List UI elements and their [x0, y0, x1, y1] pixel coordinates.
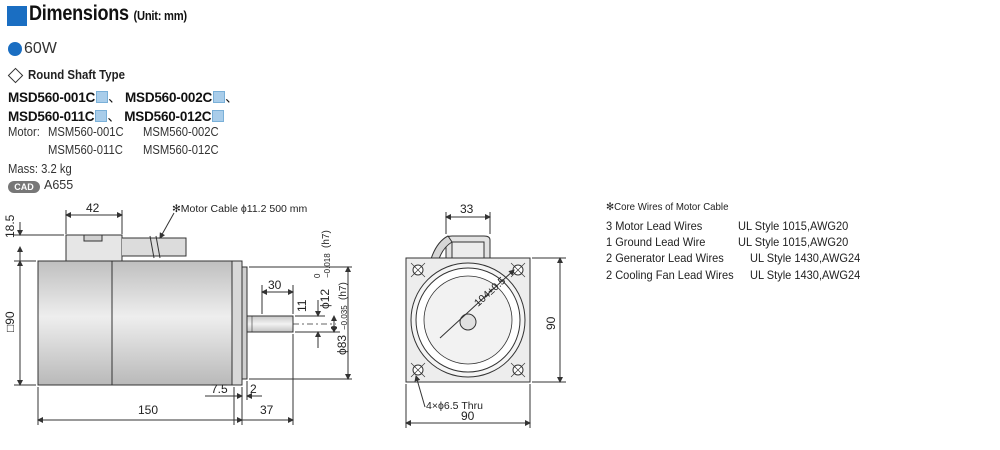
bullet-dot-icon [8, 42, 22, 56]
dim-42: 42 [86, 201, 100, 215]
unit-label: (Unit: mm) [133, 8, 188, 23]
model-suffix-icon [96, 91, 109, 103]
cad-code: A655 [44, 178, 74, 192]
flange [231, 260, 243, 386]
spigot-diameter: ϕ83 [335, 335, 349, 355]
cad-badge: CAD [8, 181, 40, 193]
motor-model: MSM560-012C [143, 143, 219, 157]
model-name: MSD560-012C [124, 109, 212, 124]
model-suffix-icon [95, 110, 108, 122]
model-suffix-icon [213, 91, 226, 103]
spigot-fit: (h7) [338, 282, 349, 300]
output-label: 60W [24, 40, 57, 57]
motor-model: MSM560-011C [48, 143, 123, 157]
wire-spec: UL Style 1015,AWG20 [738, 219, 849, 233]
dim-30: 30 [268, 278, 282, 292]
connector-face [451, 241, 485, 259]
shaft-type-label: Round Shaft Type [28, 67, 126, 82]
motor-cable [122, 237, 187, 257]
dim-18-5: 18.5 [3, 214, 17, 238]
dim-square-90: □90 [3, 311, 17, 332]
shaft-diameter: ϕ12 [318, 289, 332, 309]
wire-spec: UL Style 1430,AWG24 [750, 268, 861, 282]
side-view [14, 210, 352, 425]
dim-150: 150 [138, 403, 158, 417]
output-shaft [246, 315, 294, 333]
model-name: MSD560-011C [8, 109, 95, 124]
model-name: MSD560-002C [124, 90, 213, 105]
shaft-tol-top: 0 [313, 273, 322, 278]
model-row-1: MSD560-001C、 MSD560-002C、 [8, 90, 239, 105]
front-view [405, 212, 566, 428]
cable-break [149, 235, 161, 259]
header-square-icon [7, 6, 27, 26]
spigot [241, 266, 248, 380]
model-name: MSD560-001C [8, 90, 96, 105]
model-suffix-icon [212, 110, 225, 122]
wire-name: 2 Cooling Fan Lead Wires [606, 268, 734, 282]
mass-label: Mass: 3.2 kg [8, 162, 72, 176]
dim-33: 33 [460, 202, 474, 216]
wire-name: 2 Generator Lead Wires [606, 251, 724, 265]
connector-tab [83, 234, 103, 242]
motor-model: MSM560-001C [48, 125, 124, 139]
dim-7-5: 7.5 [211, 382, 228, 396]
model-row-2: MSD560-011C、 MSD560-012C [8, 105, 225, 125]
wire-name: 1 Ground Lead Wire [606, 235, 706, 249]
core-wires-title: ✻Core Wires of Motor Cable [606, 201, 729, 213]
dim-90-right: 90 [544, 316, 558, 330]
shaft-end [459, 313, 477, 331]
dim-11: 11 [295, 299, 309, 312]
dim-90-bottom: 90 [461, 409, 475, 423]
motor-body [37, 260, 235, 386]
page-title: Dimensions (Unit: mm) [29, 2, 188, 25]
wire-name: 3 Motor Lead Wires [606, 219, 703, 233]
wire-spec: UL Style 1430,AWG24 [750, 251, 861, 265]
holes-label: 4×ϕ6.5 Thru [426, 400, 483, 412]
motor-model: MSM560-002C [143, 125, 219, 139]
dim-2: 2 [250, 382, 257, 396]
cable-note: ✻Motor Cable ϕ11.2 500 mm [172, 203, 308, 215]
shaft-fit: (h7) [321, 230, 332, 248]
shaft-tol-bottom: −0.018 [323, 253, 332, 278]
spigot-tol-bottom: −0.035 [340, 305, 349, 330]
motor-label: Motor: [8, 125, 40, 139]
wire-spec: UL Style 1015,AWG20 [738, 235, 849, 249]
spigot-tol-top: 0 [330, 325, 339, 330]
dim-37: 37 [260, 403, 274, 417]
